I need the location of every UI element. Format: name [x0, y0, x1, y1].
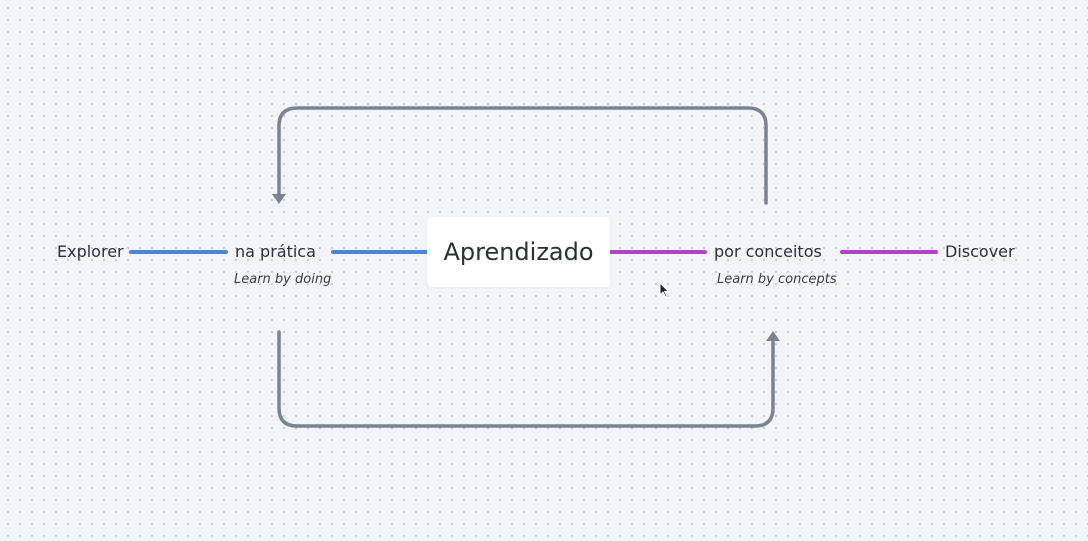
node-por-conceitos-sublabel: Learn by concepts [717, 272, 837, 287]
node-por-conceitos[interactable]: por conceitos [714, 242, 822, 261]
top-loop-arrow [277, 106, 768, 205]
node-aprendizado-label: Aprendizado [443, 238, 594, 266]
bottom-loop-arrow [277, 330, 775, 428]
node-aprendizado[interactable]: Aprendizado [427, 217, 610, 287]
bottom-loop-arrowhead [766, 331, 780, 341]
mouse-cursor-icon [659, 282, 669, 298]
node-na-pratica[interactable]: na prática [235, 242, 316, 261]
node-discover[interactable]: Discover [945, 242, 1015, 261]
node-explorer[interactable]: Explorer [57, 242, 124, 261]
node-na-pratica-sublabel: Learn by doing [234, 272, 332, 287]
top-loop-arrowhead [272, 194, 286, 204]
